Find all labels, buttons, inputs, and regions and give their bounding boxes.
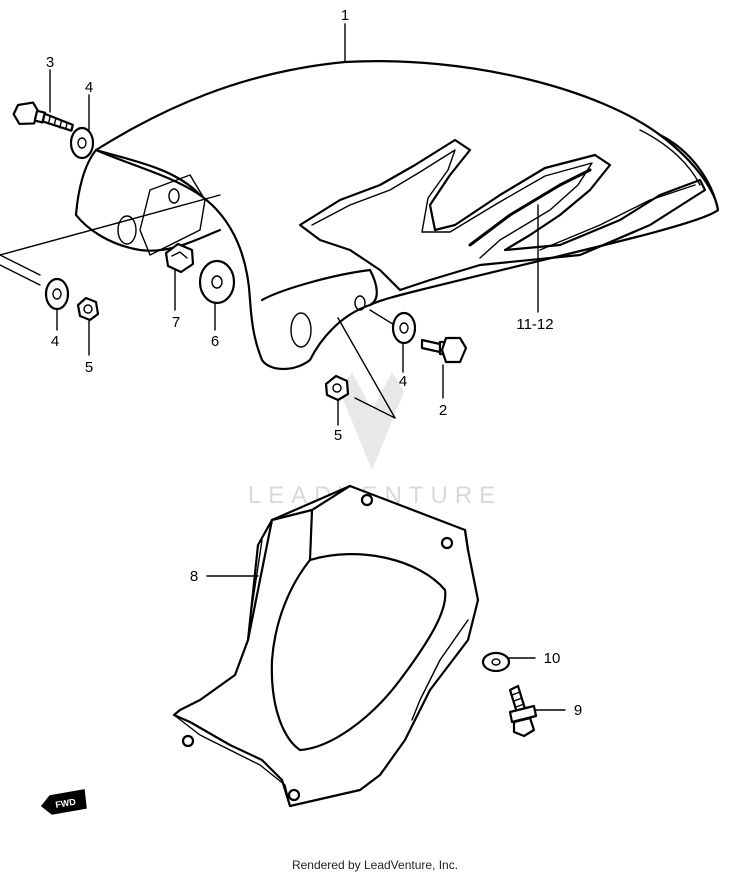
watermark-logo	[340, 372, 404, 470]
washer-4-left	[44, 277, 70, 311]
callout-7: 7	[172, 314, 180, 331]
decal-11-12	[298, 138, 707, 292]
bolt-2	[420, 336, 468, 364]
mud-guard	[172, 484, 480, 808]
footer-credit: Rendered by LeadVenture, Inc.	[291, 858, 459, 872]
fwd-direction-marker: FWD	[40, 789, 87, 815]
nut-7	[164, 242, 195, 274]
leader-lines	[0, 23, 566, 711]
callout-9: 9	[574, 702, 582, 719]
washer-4-right	[391, 311, 417, 345]
callout-11-12: 11-12	[516, 316, 553, 333]
bolt-3	[12, 101, 74, 132]
rear-fender	[74, 60, 720, 371]
callout-4-right: 4	[399, 373, 407, 390]
washer-4-top	[69, 126, 95, 160]
callout-1: 1	[341, 7, 349, 24]
callout-labels: 1 2 3 4 4 4 5 5 6 7 8 9 10 11-12	[46, 7, 582, 719]
callout-2: 2	[439, 402, 447, 419]
callout-4-top: 4	[85, 79, 93, 96]
callout-3: 3	[46, 54, 54, 71]
nut-5-left	[76, 296, 100, 322]
callout-4-left: 4	[51, 333, 59, 350]
washer-6	[198, 259, 236, 305]
callout-8: 8	[190, 568, 198, 585]
fwd-label: FWD	[55, 796, 77, 809]
callout-5-right: 5	[334, 427, 342, 444]
nut-5-right	[324, 374, 350, 402]
callout-5-left: 5	[85, 359, 93, 376]
bolt-9	[508, 684, 538, 738]
callout-10: 10	[544, 650, 561, 667]
washer-10	[481, 651, 511, 673]
callout-6: 6	[211, 333, 219, 350]
